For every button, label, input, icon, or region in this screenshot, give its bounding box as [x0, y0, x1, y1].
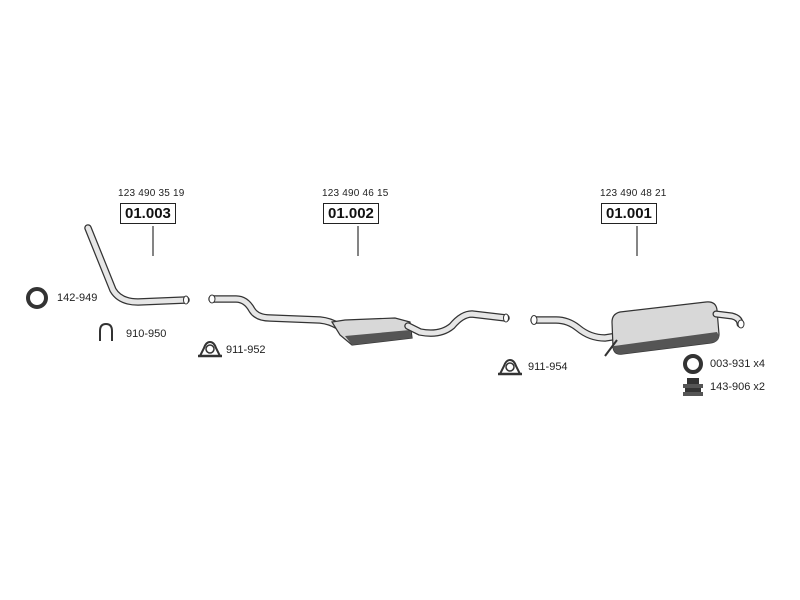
pipe-clamp-icon [498, 358, 522, 376]
rear-silencer-part-01-001 [530, 301, 745, 357]
accessory-label-003-931[interactable]: 003-931 x4 [710, 358, 766, 370]
accessory-label-911-952[interactable]: 911-952 [226, 344, 266, 356]
accessory-label-910-950[interactable]: 910-950 [126, 328, 167, 340]
u-bolt-icon [99, 322, 113, 341]
gasket-ring-icon [26, 287, 48, 309]
part-number-box-01-002[interactable]: 01.002 [323, 203, 379, 224]
accessory-label-142-949[interactable]: 142-949 [57, 292, 98, 304]
middle-silencer-part-01-002 [208, 294, 510, 346]
oem-number-01-002: 123 490 46 15 [322, 188, 389, 199]
part-number-box-01-001[interactable]: 01.001 [601, 203, 657, 224]
accessory-label-911-954[interactable]: 911-954 [528, 361, 568, 373]
oem-number-01-001: 123 490 48 21 [600, 188, 667, 199]
pipe-clamp-icon [198, 340, 222, 358]
rubber-mount-icon [683, 378, 703, 396]
oem-number-01-003: 123 490 35 19 [118, 188, 185, 199]
front-pipe-part-01-003 [84, 224, 190, 306]
accessory-label-143-906[interactable]: 143-906 x2 [710, 381, 766, 393]
part-number-box-01-003[interactable]: 01.003 [120, 203, 176, 224]
rubber-ring-icon [683, 354, 703, 374]
